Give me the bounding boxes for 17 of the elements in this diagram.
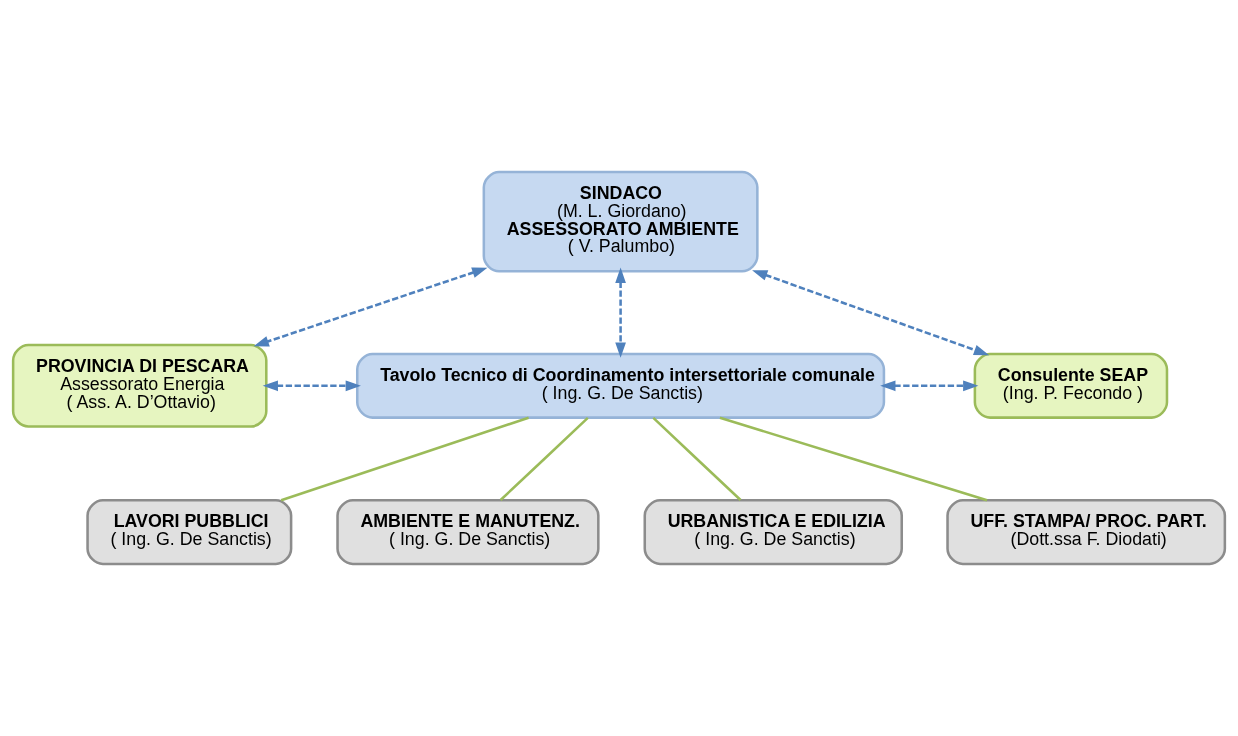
connector (499, 417, 589, 501)
node-box: Consulente SEAP (Ing. P. Fecondo ) (973, 352, 1169, 419)
node-box: UFF. STAMPA/ PROC. PART. (Dott.ssa F. Diodati) (946, 499, 1227, 566)
arrow (262, 380, 361, 392)
node-box: Tavolo Tecnico di Coordinamento intersettoriale comunale ( Ing. G. De Sanctis) (356, 352, 886, 419)
connector (652, 417, 742, 501)
arrow (615, 267, 626, 358)
node-box: SINDACO (M. L. Giordano) ASSESSORATO AMBIENTE ( V. Palumbo) (482, 170, 759, 273)
node-box: PROVINCIA DI PESCARA Assessorato Energia ( Ass. A. D’Ottavio) (11, 343, 268, 428)
connector (280, 416, 529, 502)
arrow (253, 267, 488, 347)
arrow (880, 380, 979, 392)
node-box: LAVORI PUBBLICI ( Ing. G. De Sanctis) (86, 499, 293, 566)
node-box: AMBIENTE E MANUTENZ. ( Ing. G. De Sanctis) (336, 499, 600, 566)
arrow (752, 270, 990, 356)
connector (719, 416, 988, 502)
node-box: URBANISTICA E EDILIZIA ( Ing. G. De Sanctis) (643, 499, 903, 566)
